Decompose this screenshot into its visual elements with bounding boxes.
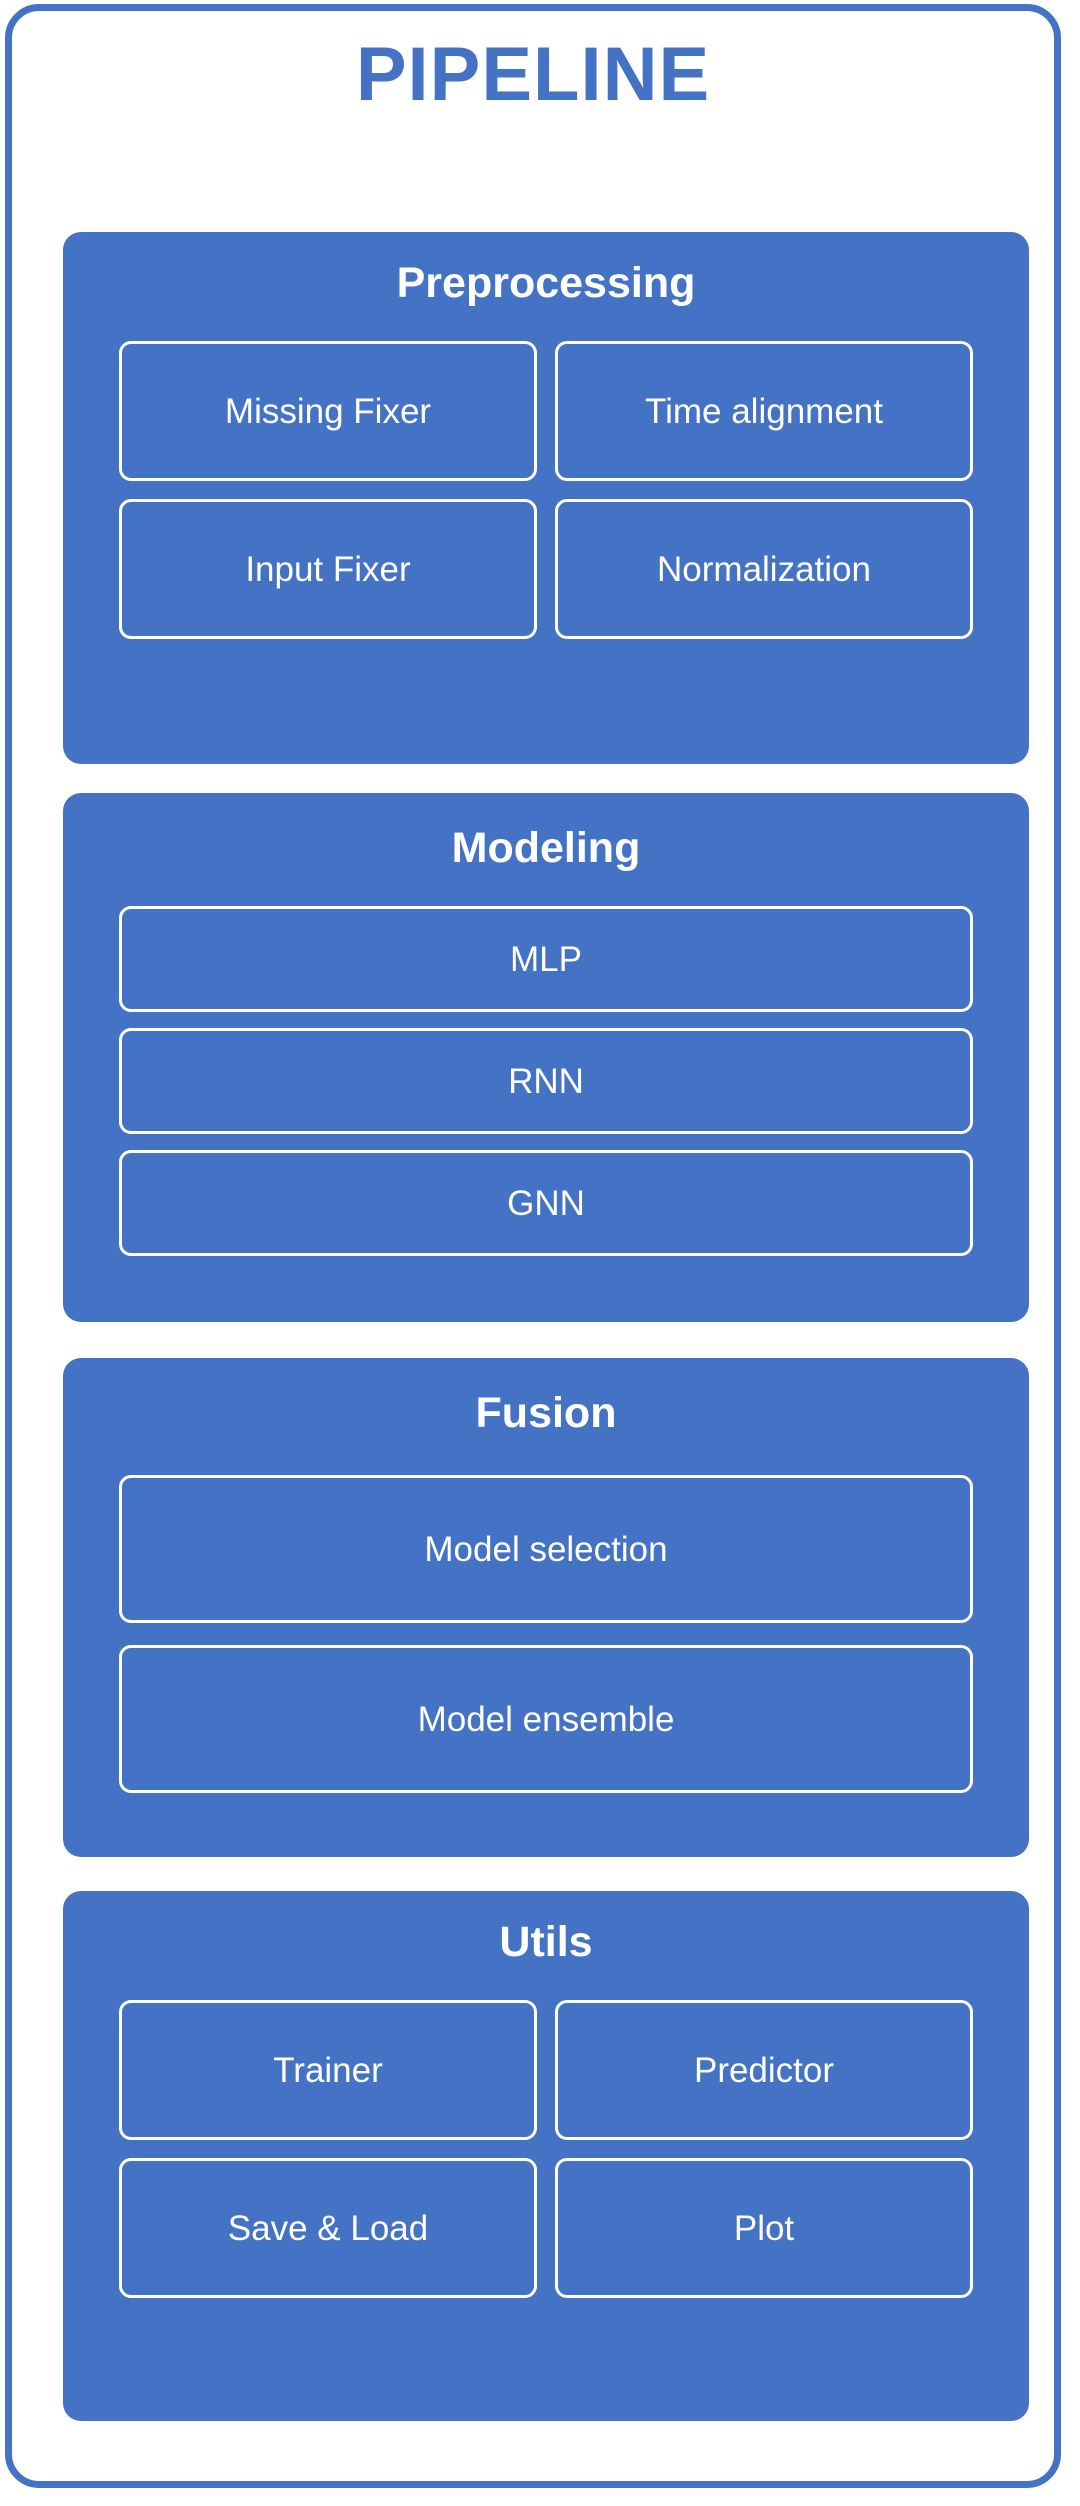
item-save-and-load[interactable]: Save & Load <box>119 2158 537 2298</box>
item-normalization[interactable]: Normalization <box>555 499 973 639</box>
section-title-utils: Utils <box>499 1918 593 1966</box>
item-gnn[interactable]: GNN <box>119 1150 973 1256</box>
item-trainer[interactable]: Trainer <box>119 2000 537 2140</box>
section-title-modeling: Modeling <box>451 824 641 872</box>
item-missing-fixer[interactable]: Missing Fixer <box>119 341 537 481</box>
section-preprocessing: Preprocessing Missing Fixer Time alignme… <box>63 232 1029 764</box>
item-time-alignment[interactable]: Time alignment <box>555 341 973 481</box>
item-input-fixer[interactable]: Input Fixer <box>119 499 537 639</box>
item-predictor[interactable]: Predictor <box>555 2000 973 2140</box>
utils-item-grid: Trainer Predictor Save & Load Plot <box>119 2000 973 2298</box>
section-utils: Utils Trainer Predictor Save & Load Plot <box>63 1891 1029 2421</box>
preprocessing-item-grid: Missing Fixer Time alignment Input Fixer… <box>119 341 973 639</box>
section-fusion: Fusion Model selection Model ensemble <box>63 1358 1029 1857</box>
item-mlp[interactable]: MLP <box>119 906 973 1012</box>
fusion-item-stack: Model selection Model ensemble <box>119 1475 973 1793</box>
modeling-item-stack: MLP RNN GNN <box>119 906 973 1256</box>
item-model-selection[interactable]: Model selection <box>119 1475 973 1623</box>
item-plot[interactable]: Plot <box>555 2158 973 2298</box>
section-title-fusion: Fusion <box>475 1389 617 1437</box>
item-rnn[interactable]: RNN <box>119 1028 973 1134</box>
section-modeling: Modeling MLP RNN GNN <box>63 793 1029 1322</box>
item-model-ensemble[interactable]: Model ensemble <box>119 1645 973 1793</box>
section-title-preprocessing: Preprocessing <box>396 259 696 307</box>
page-title: PIPELINE <box>355 32 711 117</box>
pipeline-outer-frame: PIPELINE Preprocessing Missing Fixer Tim… <box>5 4 1061 2488</box>
